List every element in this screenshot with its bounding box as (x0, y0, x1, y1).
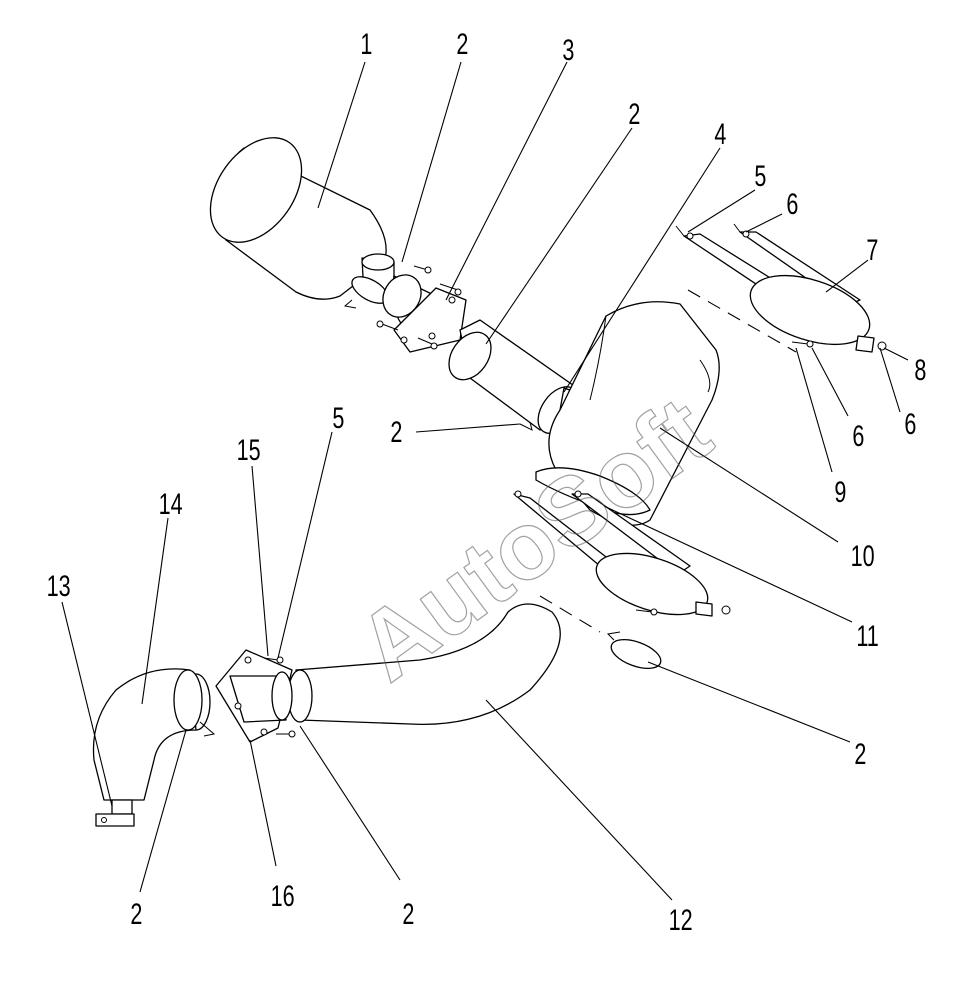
part-2-clamp-right (606, 631, 662, 670)
lower-hanger-straps (513, 490, 731, 617)
callout-15: 15 (237, 432, 261, 466)
part-10-muffler (548, 301, 720, 526)
callout-16: 16 (271, 878, 295, 912)
callout-2: 2 (130, 896, 142, 930)
callout-2: 2 (628, 96, 640, 130)
callout-6: 6 (786, 186, 798, 220)
callout-9: 9 (834, 474, 846, 508)
callout-1: 1 (360, 26, 372, 60)
callout-2: 2 (854, 736, 866, 770)
callout-3: 3 (562, 32, 574, 66)
part-1-canister (209, 137, 389, 300)
callout-8: 8 (914, 352, 926, 386)
centerline-upper (687, 289, 797, 353)
part-11-tail-pipe (535, 467, 651, 516)
callout-11: 11 (856, 618, 878, 652)
part-13-outlet (95, 799, 135, 827)
part-16-flange (215, 649, 296, 743)
centerline-lower (539, 595, 601, 633)
part-3-bolts (376, 265, 462, 350)
part-3-flanged-adapter (382, 274, 467, 353)
callout-5: 5 (332, 400, 344, 434)
part-12-long-pipe (287, 603, 561, 726)
callout-2: 2 (456, 26, 468, 60)
upper-hanger-straps (675, 223, 887, 353)
callout-14: 14 (159, 486, 183, 520)
callout-5: 5 (754, 158, 766, 192)
part-14-elbow (92, 668, 203, 801)
callout-12: 12 (669, 902, 693, 936)
callout-6: 6 (904, 406, 916, 440)
callout-10: 10 (851, 538, 875, 572)
callout-13: 13 (47, 568, 71, 602)
callout-2: 2 (390, 414, 402, 448)
callout-2: 2 (402, 896, 414, 930)
callout-4: 4 (714, 116, 726, 150)
leader-lines (61, 61, 909, 901)
callout-6: 6 (852, 418, 864, 452)
callout-7: 7 (866, 232, 878, 266)
